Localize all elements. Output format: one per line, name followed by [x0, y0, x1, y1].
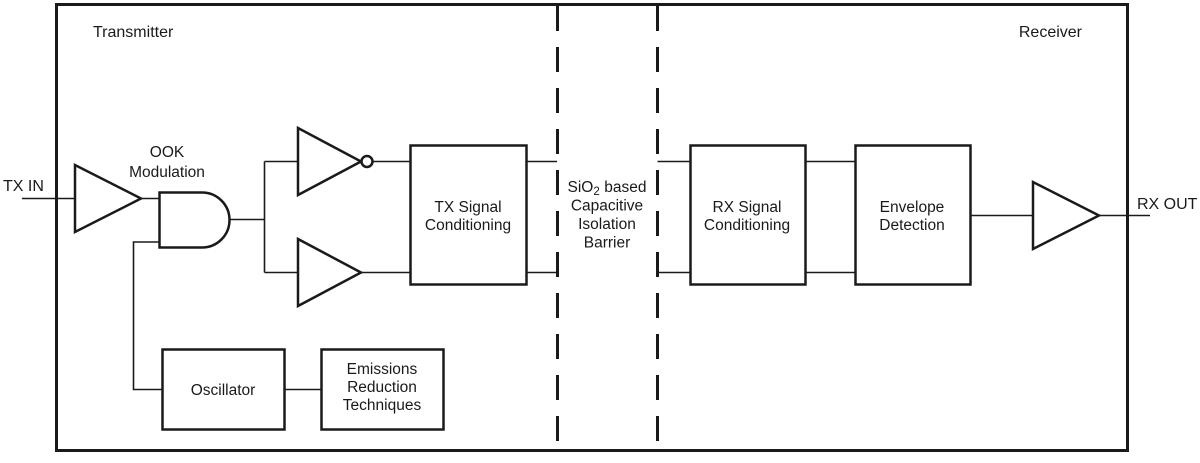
- inverter-bubble-icon: [360, 154, 374, 169]
- barrier-label-line4: Barrier: [584, 235, 631, 252]
- receiver-region-label: Receiver: [1019, 24, 1083, 41]
- emissions-reduction-label-line1: Emissions: [347, 361, 418, 378]
- barrier-label-line1: SiO2 based: [568, 179, 647, 198]
- oscillator-label: Oscillator: [191, 382, 256, 399]
- noninverting-buffer-icon: [296, 236, 364, 309]
- oscillator-box: [161, 348, 286, 431]
- barrier-label-line3: Isolation: [578, 216, 636, 233]
- barrier-label-line2: Capacitive: [571, 198, 643, 215]
- tx-signal-conditioning-label-line1: TX Signal: [434, 199, 501, 216]
- ook-modulation-label-line1: OOK: [150, 144, 185, 161]
- tx-input-buffer-icon: [73, 162, 144, 235]
- emissions-reduction-box: [320, 348, 445, 431]
- rx-signal-conditioning-box: [689, 144, 807, 286]
- inverter-icon: [296, 125, 364, 198]
- tx-signal-conditioning-box: [409, 144, 528, 286]
- system-boundary-box: [55, 3, 1129, 452]
- barrier-label-sio-subscript: 2: [593, 186, 599, 198]
- envelope-detection-label-line2: Detection: [879, 217, 944, 234]
- rx-signal-conditioning-label-line2: Conditioning: [704, 217, 790, 234]
- and-gate-icon: [158, 191, 231, 249]
- tx-signal-conditioning-label-line2: Conditioning: [425, 217, 511, 234]
- envelope-detection-box: [854, 144, 972, 286]
- rx-output-buffer-icon: [1031, 179, 1102, 252]
- barrier-label-sio-prefix: SiO: [568, 179, 594, 196]
- envelope-detection-label-line1: Envelope: [880, 199, 945, 216]
- barrier-label-sio-suffix: based: [604, 179, 646, 196]
- transmitter-region-label: Transmitter: [93, 24, 174, 41]
- emissions-reduction-label-line2: Reduction: [347, 379, 417, 396]
- rx-signal-conditioning-label-line1: RX Signal: [713, 199, 782, 216]
- emissions-reduction-label-line3: Techniques: [343, 397, 422, 414]
- tx-in-port-label: TX IN: [3, 178, 44, 195]
- wire-oscillator-to-andgate: [132, 241, 162, 391]
- rx-out-port-label: RX OUT: [1137, 196, 1198, 213]
- ook-modulation-label-line2: Modulation: [129, 164, 205, 181]
